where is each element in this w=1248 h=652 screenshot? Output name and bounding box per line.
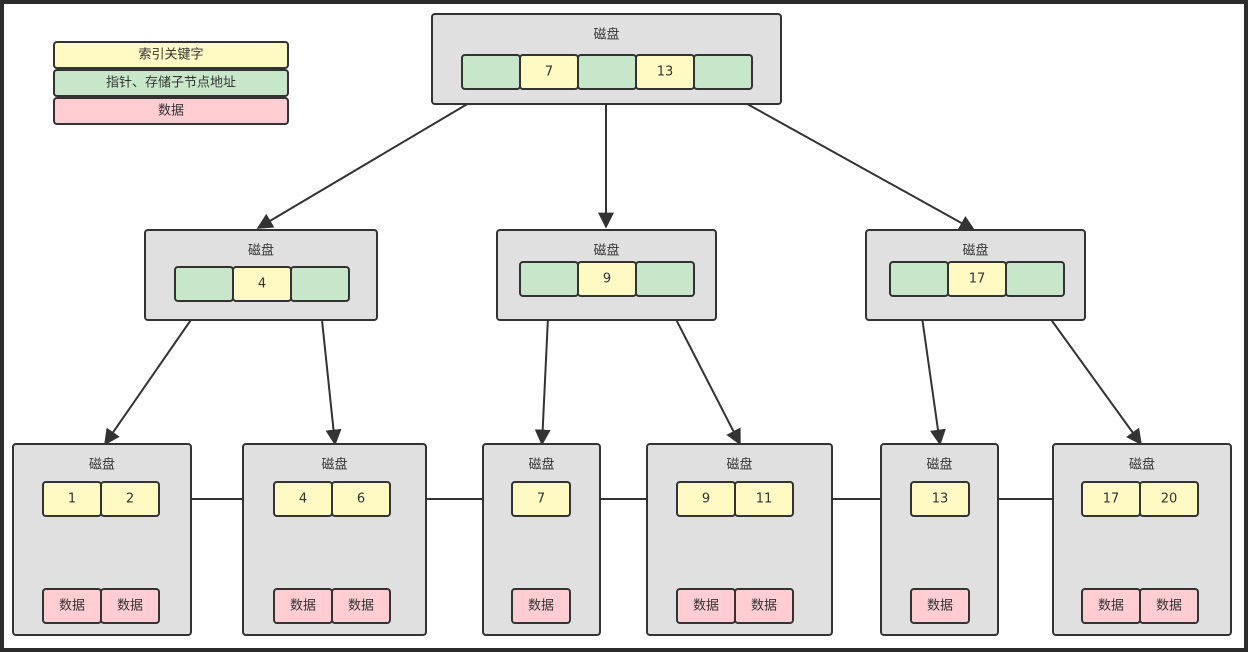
key-value: 11 — [756, 492, 773, 507]
data-cell — [331, 588, 391, 624]
key-value: 13 — [932, 492, 949, 507]
legend-swatch-key — [53, 41, 289, 69]
data-label: 数据 — [528, 599, 554, 614]
internal-node-2: 磁盘 9 — [496, 229, 717, 321]
data-cell — [910, 588, 970, 624]
disk-label: 磁盘 — [726, 457, 752, 473]
key-value: 7 — [545, 65, 553, 80]
pointer-cell — [635, 261, 695, 297]
data-label: 数据 — [693, 599, 719, 614]
pointer-cell — [693, 54, 753, 90]
pointer-cell — [889, 261, 949, 297]
legend-label: 数据 — [158, 104, 184, 119]
data-label: 数据 — [751, 599, 777, 614]
internal-node-3: 磁盘 17 — [865, 229, 1086, 321]
disk-label: 磁盘 — [926, 457, 952, 473]
pointer-cell — [174, 266, 234, 302]
key-value: 6 — [357, 492, 365, 507]
legend-item-pointer: 指针、存储子节点地址 — [53, 69, 289, 97]
key-value: 7 — [537, 492, 545, 507]
root-to-internal-3-arrow — [721, 89, 976, 231]
key-value: 13 — [657, 65, 674, 80]
leaf-node-3: 磁盘 7 数据 — [482, 443, 601, 636]
key-value: 17 — [969, 272, 986, 287]
data-label: 数据 — [117, 599, 143, 614]
data-cell — [734, 588, 794, 624]
data-label: 数据 — [927, 599, 953, 614]
key-cell — [331, 481, 391, 517]
key-cell — [910, 481, 970, 517]
pointer-cell — [577, 54, 637, 90]
legend-item-data: 数据 — [53, 97, 289, 125]
data-cell — [1139, 588, 1199, 624]
legend-label: 索引关键字 — [138, 48, 203, 63]
key-value: 4 — [299, 492, 307, 507]
key-value: 1 — [68, 492, 76, 507]
data-label: 数据 — [348, 599, 374, 614]
internal-1-to-leaf-2-arrow — [319, 300, 342, 446]
internal-1-to-leaf-1-arrow — [104, 300, 205, 446]
data-label: 数据 — [59, 599, 85, 614]
key-cell — [734, 481, 794, 517]
disk-label: 磁盘 — [248, 243, 274, 259]
disk-label: 磁盘 — [593, 243, 619, 259]
data-label: 数据 — [1098, 599, 1124, 614]
data-cell — [100, 588, 160, 624]
leaf-node-2: 磁盘 4 数据 6 数据 — [242, 443, 427, 636]
leaf-node-6: 磁盘 17 数据 20 数据 — [1052, 443, 1232, 636]
root-node: 磁盘 7 13 — [431, 13, 782, 105]
legend-item-key: 索引关键字 — [53, 41, 289, 69]
key-value: 17 — [1103, 492, 1120, 507]
leaf-node-5: 磁盘 13 数据 — [880, 443, 999, 636]
data-label: 数据 — [290, 599, 316, 614]
disk-label: 磁盘 — [593, 27, 619, 43]
pointer-cell — [290, 266, 350, 302]
disk-label: 磁盘 — [962, 243, 988, 259]
key-value: 20 — [1161, 492, 1178, 507]
legend-swatch-pointer — [53, 69, 289, 97]
root-to-internal-1-arrow — [256, 89, 492, 229]
key-value: 9 — [603, 272, 611, 287]
disk-label: 磁盘 — [321, 457, 347, 473]
pointer-cell — [461, 54, 521, 90]
key-value: 9 — [702, 492, 710, 507]
disk-label: 磁盘 — [89, 457, 115, 473]
edges-layer — [64, 89, 1177, 590]
data-label: 数据 — [1156, 599, 1182, 614]
pointer-cell — [519, 261, 579, 297]
pointer-cell — [1005, 261, 1065, 297]
key-cell — [100, 481, 160, 517]
leaf-node-1: 磁盘 1 数据 2 数据 — [12, 443, 192, 636]
key-value: 4 — [258, 277, 266, 292]
legend-label: 指针、存储子节点地址 — [106, 76, 236, 91]
key-cell — [511, 481, 571, 517]
disk-label: 磁盘 — [528, 457, 554, 473]
leaf-node-4: 磁盘 9 数据 11 数据 — [646, 443, 833, 636]
data-cell — [511, 588, 571, 624]
internal-node-1: 磁盘 4 — [144, 229, 378, 321]
key-cell — [1139, 481, 1199, 517]
legend-swatch-data — [53, 97, 289, 125]
disk-label: 磁盘 — [1129, 457, 1155, 473]
key-value: 2 — [126, 492, 134, 507]
